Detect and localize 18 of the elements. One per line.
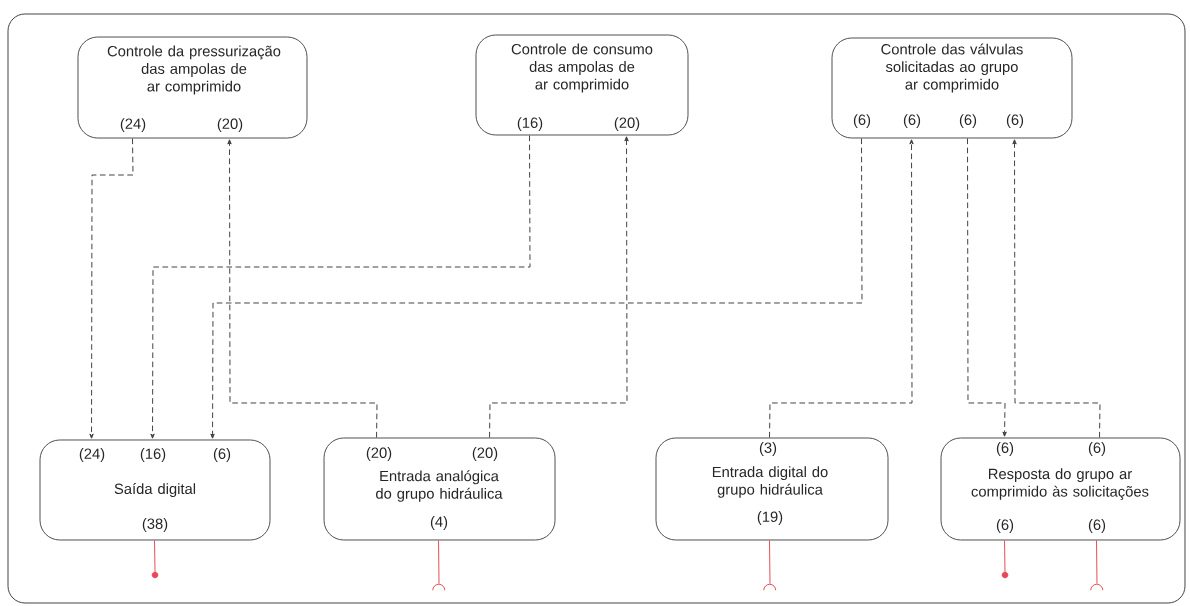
process-box: (6) (6) Resposta do grupo ar comprimido às solicitações (6) (6)	[940, 437, 1181, 541]
socket-symbol	[432, 583, 446, 591]
process-box: (24) (16) (6) Saída digital (38)	[39, 439, 271, 541]
arrow	[489, 136, 629, 438]
arrow	[89, 138, 134, 439]
arrow	[210, 138, 863, 439]
socket-symbol	[763, 583, 777, 591]
arrow	[967, 138, 1007, 437]
arrow	[227, 139, 378, 438]
process-box: Controle das válvulas solicitadas ao grupo ar comprimido (6) (6) (6) (6)	[831, 37, 1073, 139]
process-box: Controle de consumo das ampolas de ar comprimido (16) (20)	[475, 34, 689, 136]
process-box: (3) Entrada digital do grupo hidráulica (19)	[655, 437, 889, 541]
process-box: Controle da pressurização das ampolas de ar comprimido (24) (20)	[77, 36, 308, 139]
arrow	[769, 139, 914, 438]
arrow	[1012, 139, 1101, 438]
socket-symbol	[1090, 583, 1104, 591]
arrow	[150, 135, 531, 439]
process-box: (20) (20) Entrada analógica do grupo hidráulica (4)	[323, 437, 556, 541]
